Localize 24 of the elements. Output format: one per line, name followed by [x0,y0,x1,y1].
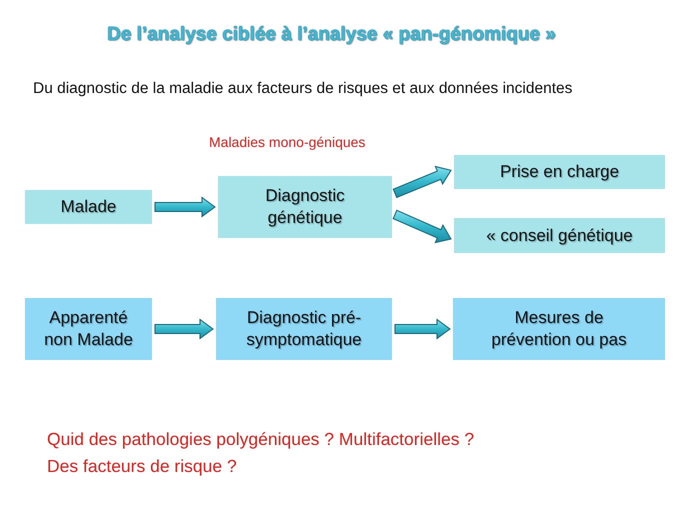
box-text: Prise en charge [500,161,620,183]
box-text: Diagnostic génétique [264,185,346,229]
box-text: Malade [60,196,116,218]
block-arrow [392,210,452,244]
box-text: Mesures de prévention ou pas [490,307,628,351]
process-box [216,298,392,360]
box-text: « conseil génétique [486,224,633,246]
box-text: Diagnostic pré-symptomatique [245,307,363,351]
process-box [454,218,665,253]
block-arrow [154,196,216,218]
process-box [454,155,665,189]
box-text: Apparenté non Malade [43,307,134,351]
block-arrow [154,318,214,340]
process-box [25,190,152,224]
subtitle: Du diagnostic de la maladie aux facteurs de risques et aux données incidentes [33,80,572,98]
note-text: Quid des pathologies polygéniques ? Multifactorielles ? [47,429,474,450]
block-arrow [394,318,451,340]
block-arrow [392,166,452,198]
section-heading: Maladies mono-géniques [209,134,366,150]
slide-title: De l’analyse ciblée à l’analyse « pan-génomique » [106,24,557,46]
process-box [453,298,665,360]
process-box [25,298,152,360]
note-text: Des facteurs de risque ? [47,456,237,477]
process-box [218,176,392,238]
